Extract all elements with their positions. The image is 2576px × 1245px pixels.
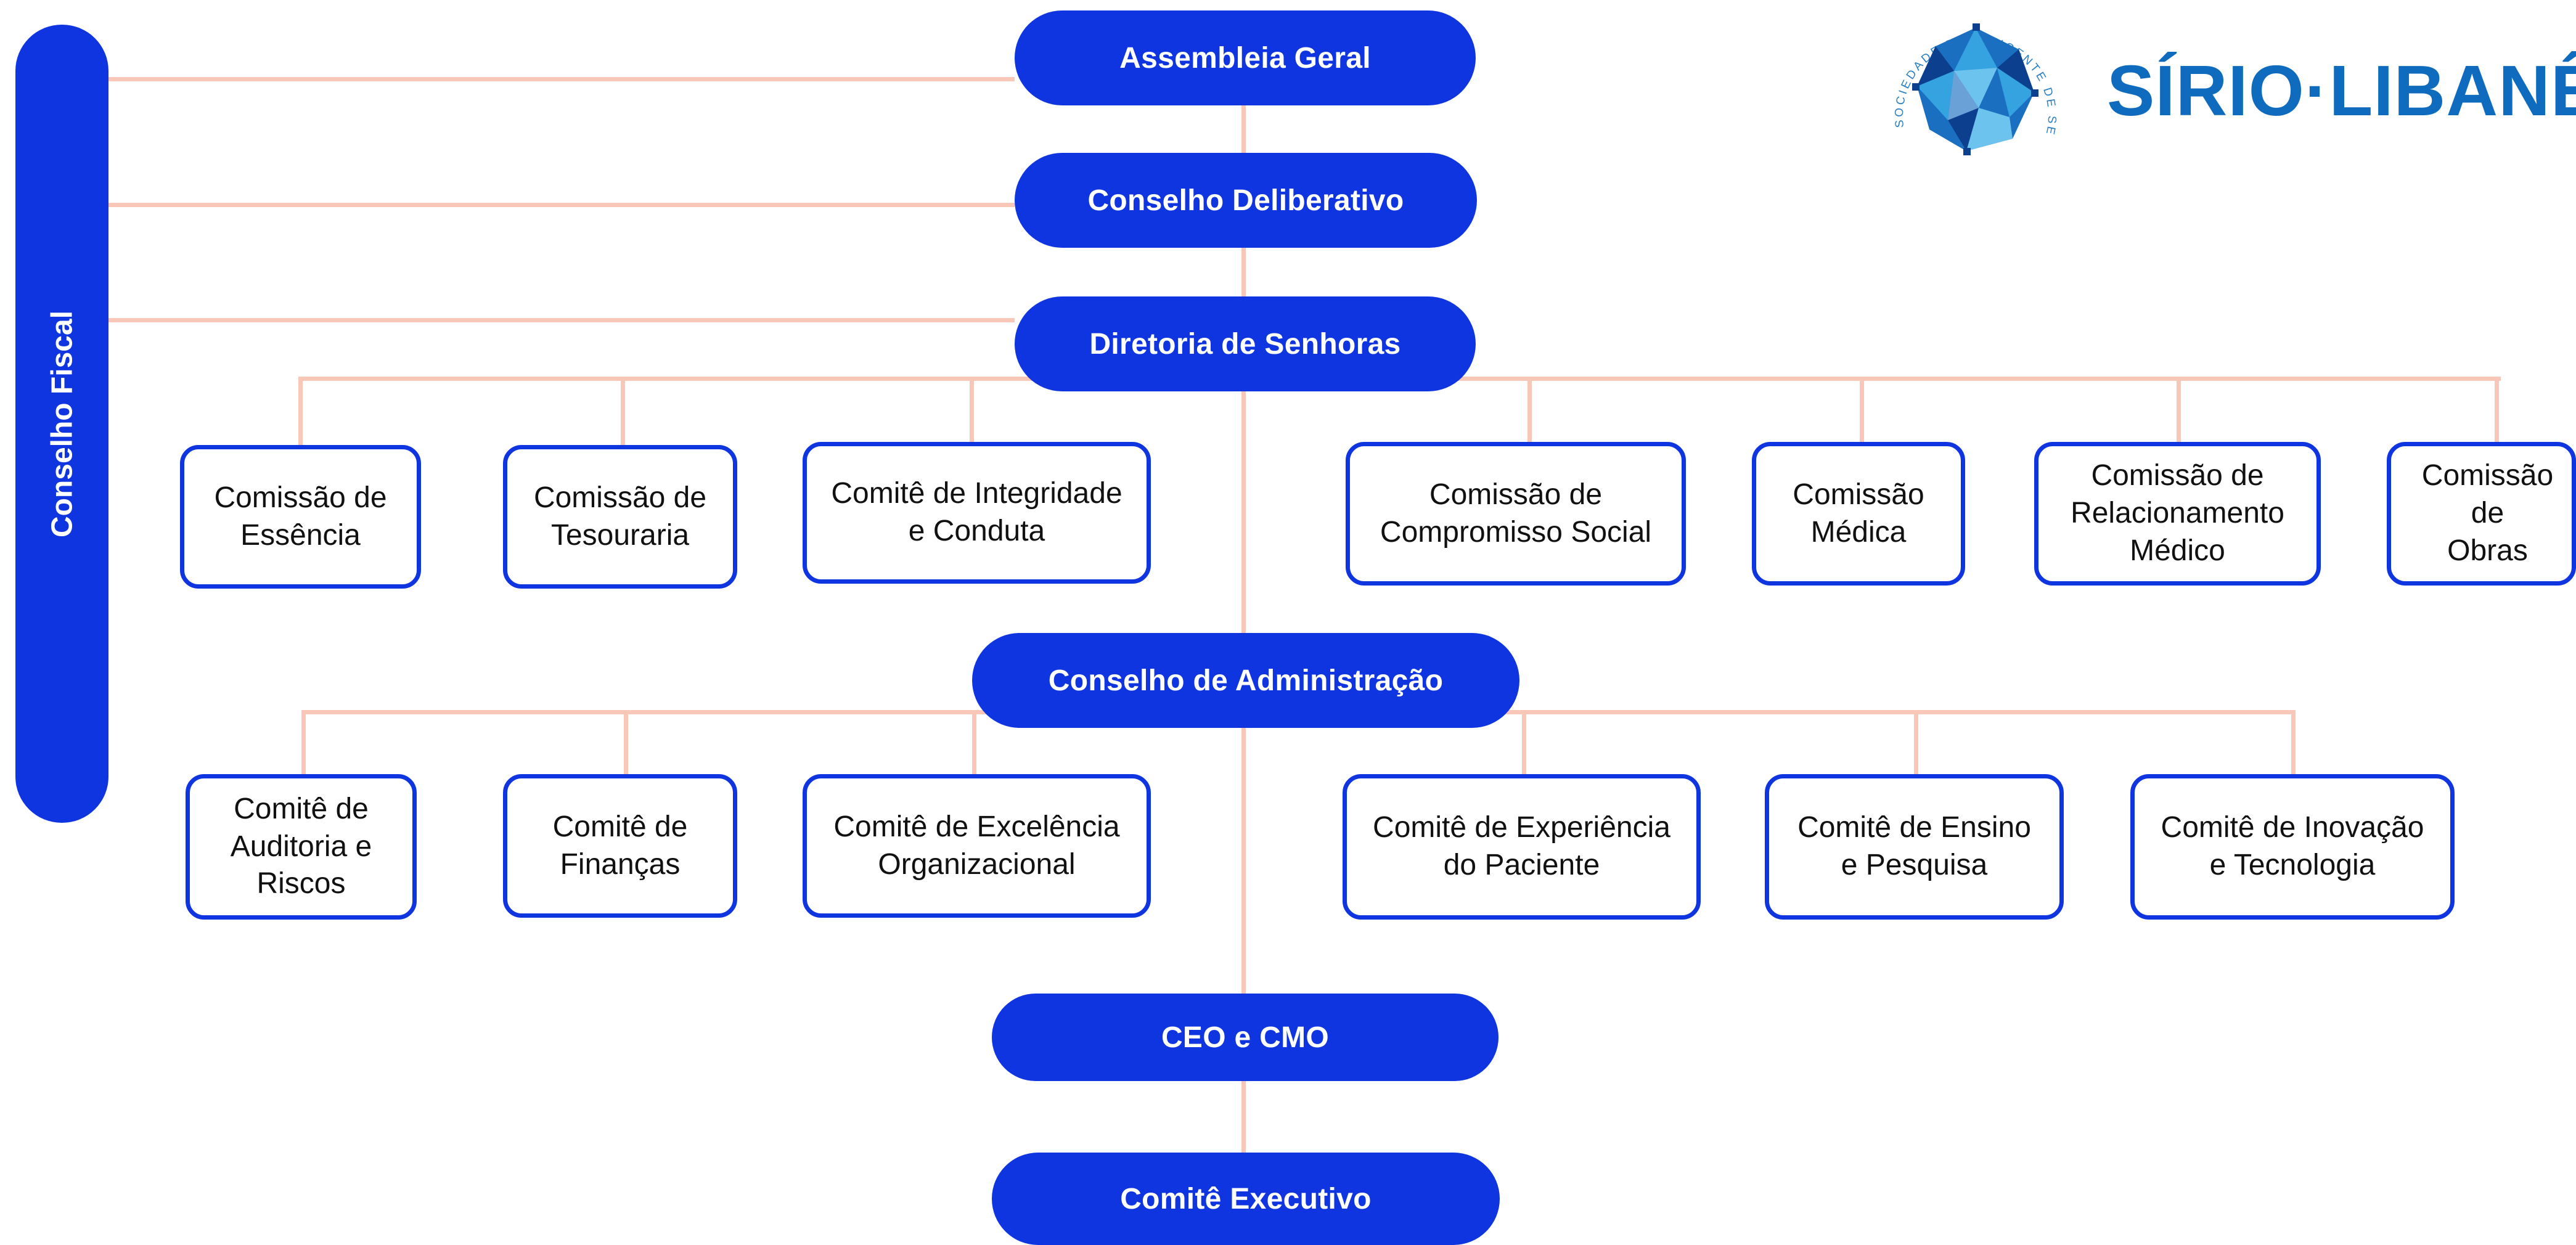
sirio-libanes-logo: SOCIEDADE BENEFICENTE DE SENHORAS: [1874, 0, 2056, 155]
connector-fiscal-assembleia: [108, 77, 1015, 81]
diretoria-senhoras-node: Diretoria de Senhoras: [1015, 296, 1476, 391]
assembleia-geral-node: Assembleia Geral: [1015, 10, 1476, 105]
commission-box-relacionamento-medico: Comissão de Relacionamento Médico: [2034, 442, 2321, 586]
commission-box-compromisso-social: Comissão de Compromisso Social: [1346, 442, 1686, 586]
connector-fiscal-diretoria: [108, 318, 1015, 322]
logo-crystal-icon: [1912, 23, 2038, 155]
commission-box-tesouraria: Comissão de Tesouraria: [503, 445, 737, 589]
commission-box-obras: Comissão de Obras: [2387, 442, 2576, 586]
commission-box-medica: Comissão Médica: [1752, 442, 1965, 586]
connector-commission-1: [298, 377, 303, 446]
comite-executivo-node: Comitê Executivo: [992, 1153, 1500, 1245]
ceo-cmo-node: CEO e CMO: [992, 994, 1499, 1081]
commission-box-integridade: Comitê de Integridade e Conduta: [803, 442, 1151, 584]
connector-committee-5: [1914, 710, 1918, 775]
commission-box-essencia: Comissão de Essência: [180, 445, 421, 589]
connector-commission-4: [1527, 377, 1532, 443]
connector-committee-3: [972, 710, 976, 775]
conselho-fiscal-node: Conselho Fiscal: [15, 25, 108, 823]
committee-box-financas: Comitê de Finanças: [503, 774, 737, 918]
conselho-fiscal-label: Conselho Fiscal: [46, 310, 78, 537]
connector-fiscal-deliberativo: [108, 203, 1015, 207]
connector-committee-1: [301, 710, 306, 775]
conselho-deliberativo-node: Conselho Deliberativo: [1015, 153, 1477, 248]
committee-box-ensino-pesquisa: Comitê de Ensino e Pesquisa: [1765, 774, 2064, 920]
committee-box-excelencia: Comitê de Excelência Organizacional: [803, 774, 1151, 918]
committee-box-auditoria-riscos: Comitê de Auditoria e Riscos: [186, 774, 417, 920]
connector-commission-3: [970, 377, 974, 443]
connector-committee-6: [2291, 710, 2296, 775]
connector-commission-2: [621, 377, 625, 446]
conselho-administracao-node: Conselho de Administração: [972, 633, 1519, 728]
committee-box-inovacao: Comitê de Inovação e Tecnologia: [2130, 774, 2455, 920]
connector-commission-7: [2495, 377, 2499, 443]
committee-box-experiencia-paciente: Comitê de Experiência do Paciente: [1343, 774, 1701, 920]
connector-commission-5: [1860, 377, 1864, 443]
connector-committee-2: [624, 710, 628, 775]
logo-wordmark: SÍRIO·LIBANÊS: [2107, 51, 2576, 131]
connector-spine: [1241, 62, 1246, 1159]
connector-committee-4: [1522, 710, 1526, 775]
connector-commission-6: [2177, 377, 2181, 443]
